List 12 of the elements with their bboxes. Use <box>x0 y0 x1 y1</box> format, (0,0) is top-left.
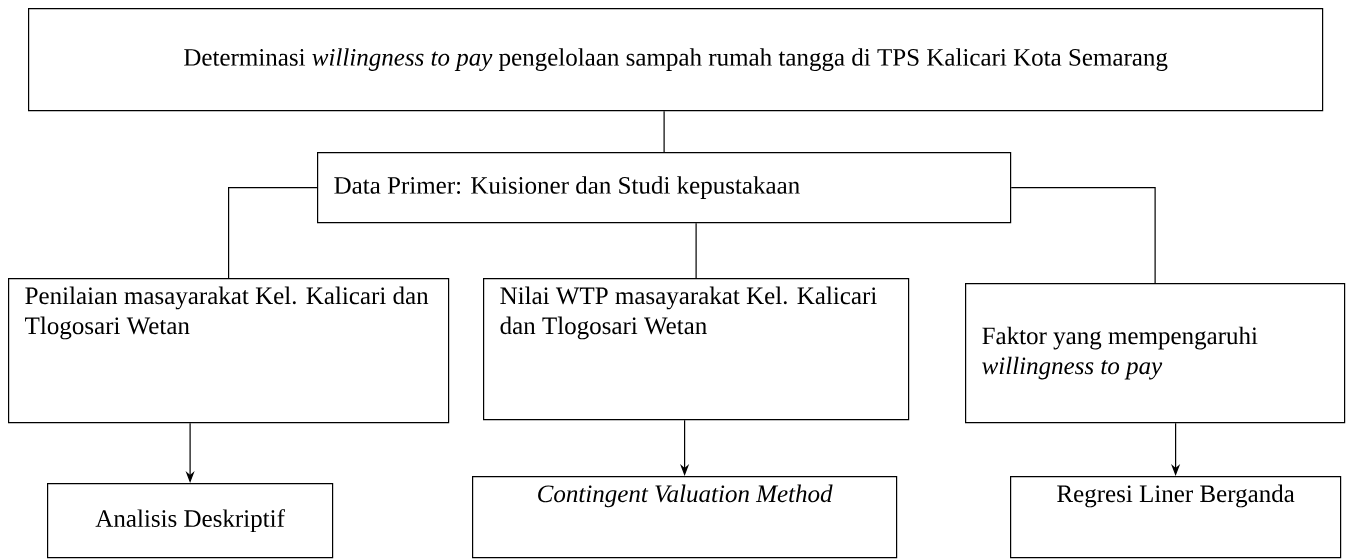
connector-line <box>1010 187 1156 284</box>
process-box: Faktor yang mempengaruhi willingness to pay <box>965 283 1346 424</box>
process-box: Penilaian masayarakat Kel. Kalicari dan Tlogosari Wetan <box>8 278 450 424</box>
connector-line <box>228 187 318 279</box>
method-box: Regresi Liner Berganda <box>1010 476 1342 559</box>
process-box: Nilai WTP masayarakat Kel. Kalicari dan Tlogosari Wetan <box>483 278 910 421</box>
method-box: Analisis Deskriptif <box>47 483 334 559</box>
method-box: Contingent Valuation Method <box>472 476 898 559</box>
connector-line <box>695 222 697 279</box>
connector-line <box>663 110 665 153</box>
process-box: Data Primer: Kuisioner dan Studi kepustakaan <box>317 152 1012 224</box>
title-box: Determinasi willingness to pay pengelolaan sampah rumah tangga di TPS Kalicari Kota Semarang <box>28 8 1324 112</box>
